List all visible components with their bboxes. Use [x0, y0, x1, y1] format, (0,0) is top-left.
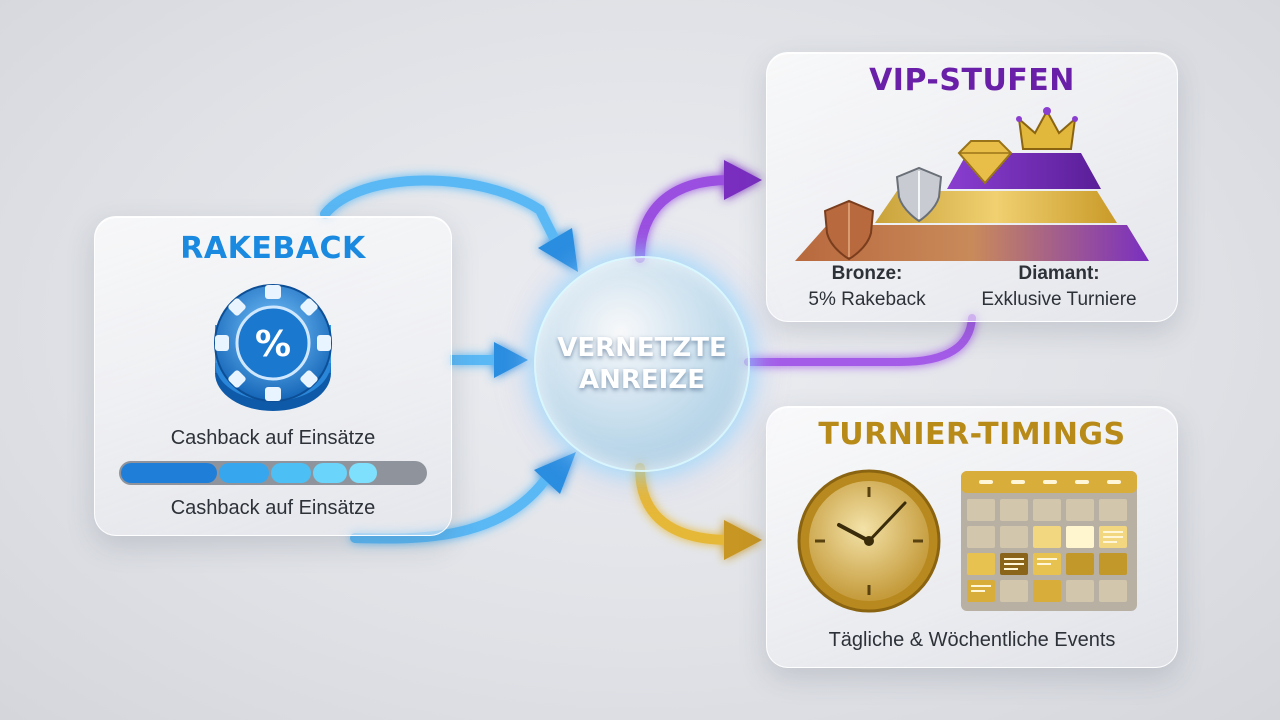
diamant-tier-desc: Exklusive Turniere: [981, 289, 1137, 310]
cashback-progress-bar: [119, 461, 427, 485]
rakeback-label-bottom: Cashback auf Einsätze: [170, 497, 376, 519]
calendar-icon: [961, 471, 1137, 611]
diamond-icon: [957, 140, 1013, 185]
purple-arrows: [635, 160, 976, 366]
crown-icon: [1017, 108, 1077, 150]
center-hub: VERNETZTE ANREIZE: [534, 256, 750, 472]
rakeback-label-top: Cashback auf Einsätze: [170, 427, 376, 449]
vip-title: VIP-STUFEN: [869, 63, 1075, 98]
events-label: Tägliche & Wöchentliche Events: [828, 629, 1116, 651]
rakeback-card: RAKEBACK %: [94, 216, 452, 536]
turnier-illustration: [797, 469, 1137, 613]
bronze-tier-name: Bronze:: [831, 263, 903, 284]
pyramid-tier-bronze: [795, 225, 1149, 261]
center-hub-text: VERNETZTE ANREIZE: [536, 332, 748, 396]
gold-arrow: [635, 463, 762, 560]
vip-pyramid: [795, 107, 1149, 261]
center-hub-line2: ANREIZE: [579, 365, 705, 395]
clock-icon: [797, 469, 941, 613]
diamant-tier-name: Diamant:: [1018, 263, 1100, 284]
vip-card: VIP-STUFEN Bronze: 5% Rake: [766, 52, 1178, 322]
turnier-title: TURNIER-TIMINGS: [818, 417, 1126, 452]
chip-percent-symbol: %: [255, 324, 291, 365]
turnier-card: TURNIER-TIMINGS: [766, 406, 1178, 668]
center-hub-line1: VERNETZTE: [557, 333, 727, 363]
rakeback-title: RAKEBACK: [180, 231, 366, 266]
blue-arrows: [320, 175, 578, 544]
bronze-tier-desc: 5% Rakeback: [808, 289, 926, 310]
poker-chip-icon: %: [119, 284, 427, 485]
